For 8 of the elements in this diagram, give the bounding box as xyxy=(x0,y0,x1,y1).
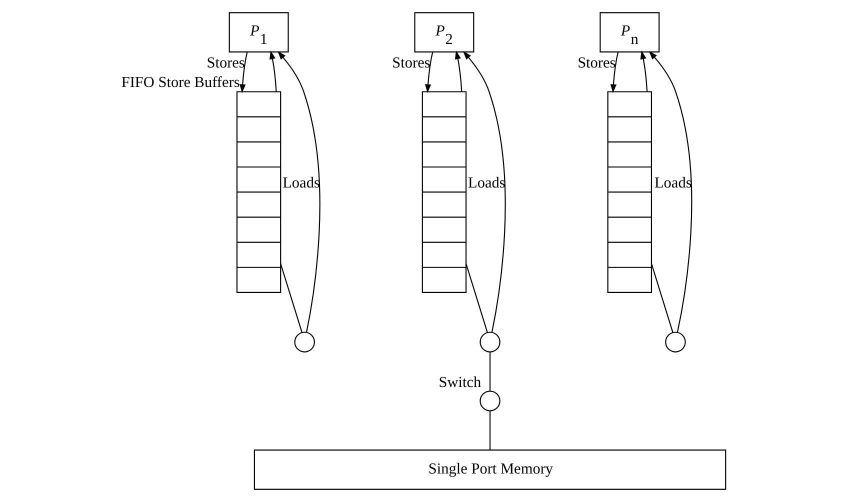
node-label: Switch xyxy=(438,374,481,392)
edge-label: Loads xyxy=(282,174,320,192)
edge-label: Stores xyxy=(577,54,616,72)
edge-label: Stores xyxy=(206,54,244,72)
edge-label: Loads xyxy=(654,174,692,192)
edge-label: Stores xyxy=(392,54,430,72)
edge-label: Loads xyxy=(468,174,505,192)
node-label: FIFO Store Buffers xyxy=(120,74,240,92)
